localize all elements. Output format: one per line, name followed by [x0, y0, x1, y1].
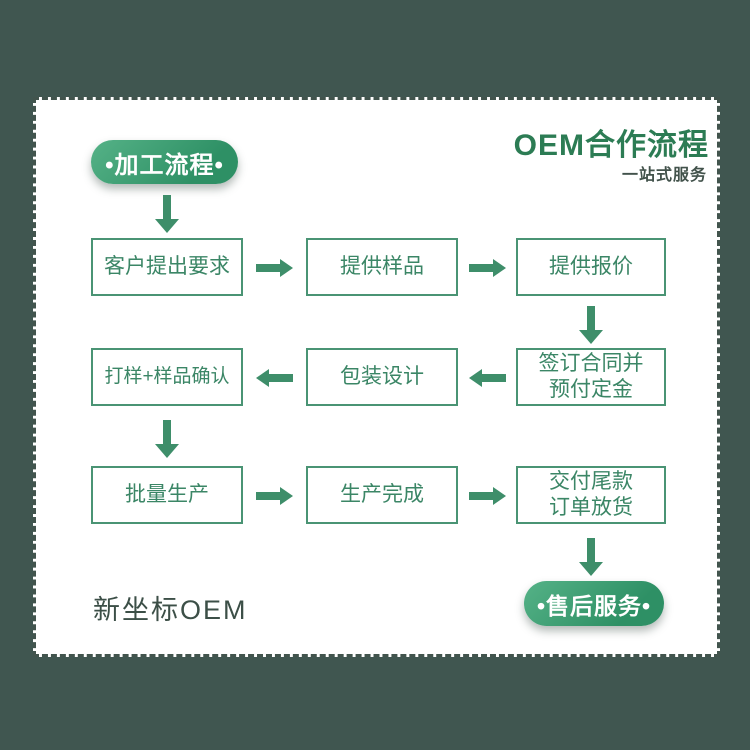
arrow-down-icon — [579, 538, 603, 576]
arrow-right-icon — [256, 259, 293, 277]
page-subtitle: 一站式服务 — [621, 167, 707, 184]
arrow-down-icon — [579, 306, 603, 344]
flow-box-package-design: 包装设计 — [306, 348, 458, 406]
flow-box-sign-contract-deposit: 签订合同并 预付定金 — [516, 348, 666, 406]
after-sale-service-badge-label: •售后服务• — [536, 592, 652, 619]
flow-box-customer-request: 客户提出要求 — [91, 238, 243, 296]
arrow-down-icon — [155, 420, 179, 458]
brand-name: 新坐标OEM — [93, 595, 248, 625]
flow-box-provide-sample: 提供样品 — [306, 238, 458, 296]
arrow-right-icon — [469, 487, 506, 505]
arrow-down-icon — [155, 195, 179, 233]
flow-box-production-complete: 生产完成 — [306, 466, 458, 524]
flow-box-mass-production: 批量生产 — [91, 466, 243, 524]
flow-box-sample-confirm: 打样+样品确认 — [91, 348, 243, 406]
arrow-left-icon — [469, 369, 506, 387]
flowchart-card: •加工流程• OEM合作流程 一站式服务 客户提出要求 提供样品 提供报价 打样… — [33, 97, 720, 657]
flow-box-final-payment-release: 交付尾款 订单放货 — [516, 466, 666, 524]
process-start-badge: •加工流程• — [91, 140, 238, 184]
process-start-badge-label: •加工流程• — [105, 151, 224, 179]
arrow-left-icon — [256, 369, 293, 387]
flow-box-provide-quote: 提供报价 — [516, 238, 666, 296]
page-title: OEM合作流程 — [513, 129, 709, 162]
arrow-right-icon — [469, 259, 506, 277]
after-sale-service-badge: •售后服务• — [524, 581, 664, 626]
arrow-right-icon — [256, 487, 293, 505]
